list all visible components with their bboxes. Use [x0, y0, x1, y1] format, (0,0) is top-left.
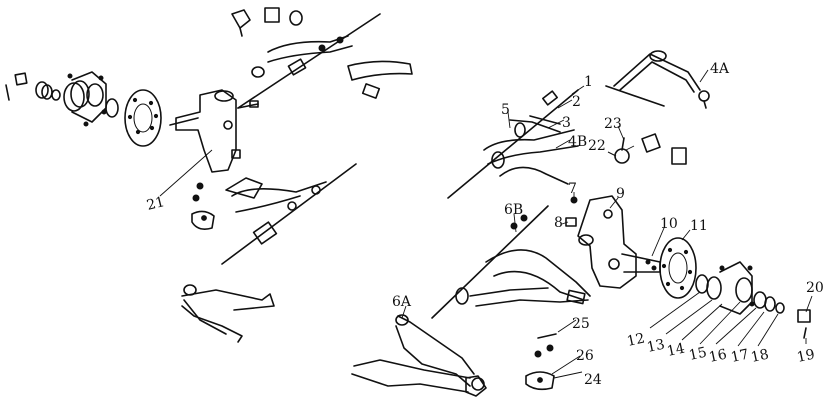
callout-12: 12 — [626, 331, 647, 350]
callout-2: 2 — [572, 94, 581, 110]
callout-9: 9 — [616, 186, 625, 202]
callout-21: 21 — [145, 194, 166, 214]
steering-knuckle-9 — [565, 195, 661, 289]
callout-leaders — [401, 69, 813, 379]
lower-control-arm-6a — [351, 314, 485, 393]
upper-control-arm-4b — [447, 89, 579, 199]
callout-18: 18 — [750, 347, 771, 366]
callout-6a: 6A — [392, 294, 412, 310]
callout-21-leader — [159, 149, 213, 197]
left-spare-lower-arm — [181, 284, 275, 343]
bushing-23 — [641, 133, 687, 165]
left-steering-knuckle — [169, 89, 259, 173]
left-brake-disc — [124, 89, 162, 147]
callout-23: 23 — [604, 116, 622, 132]
brake-disc-11 — [645, 237, 697, 299]
callout-10: 10 — [660, 216, 678, 232]
callout-4b: 4B — [568, 134, 587, 150]
left-assembly-group — [5, 7, 413, 343]
callout-11: 11 — [690, 218, 708, 234]
callout-22: 22 — [588, 138, 606, 154]
callout-5: 5 — [501, 102, 510, 118]
left-upper-control-arm — [231, 7, 413, 109]
callout-1: 1 — [584, 74, 593, 90]
callout-3: 3 — [562, 115, 571, 131]
ball-joint-22 — [607, 137, 630, 164]
callout-labels: 1 2 3 4A 4B 5 6A 6B 7 8 9 10 11 12 13 14… — [145, 61, 824, 388]
callout-17: 17 — [730, 347, 751, 366]
callout-24: 24 — [584, 372, 602, 388]
hub-stack — [695, 261, 811, 339]
lower-ball-joint — [465, 375, 487, 397]
callout-13: 13 — [646, 337, 667, 356]
left-wheel-hub — [63, 71, 119, 127]
lower-control-arm-6b — [431, 205, 591, 319]
upper-control-arm-4a — [605, 50, 710, 109]
callout-15: 15 — [688, 345, 709, 364]
callout-19: 19 — [796, 347, 817, 366]
callout-16: 16 — [708, 347, 729, 366]
callout-8: 8 — [554, 215, 563, 231]
callout-7: 7 — [568, 181, 577, 197]
right-assembly-group — [351, 50, 811, 397]
callout-4a: 4A — [710, 61, 730, 77]
left-axle-nut-stack — [5, 72, 61, 101]
callout-14: 14 — [666, 341, 687, 360]
callout-6b: 6B — [504, 202, 523, 218]
callout-20: 20 — [806, 280, 824, 296]
left-lower-control-arm — [191, 163, 357, 265]
callout-25: 25 — [572, 316, 590, 332]
ball-joint-hardware — [525, 333, 557, 391]
callout-26: 26 — [576, 348, 594, 364]
